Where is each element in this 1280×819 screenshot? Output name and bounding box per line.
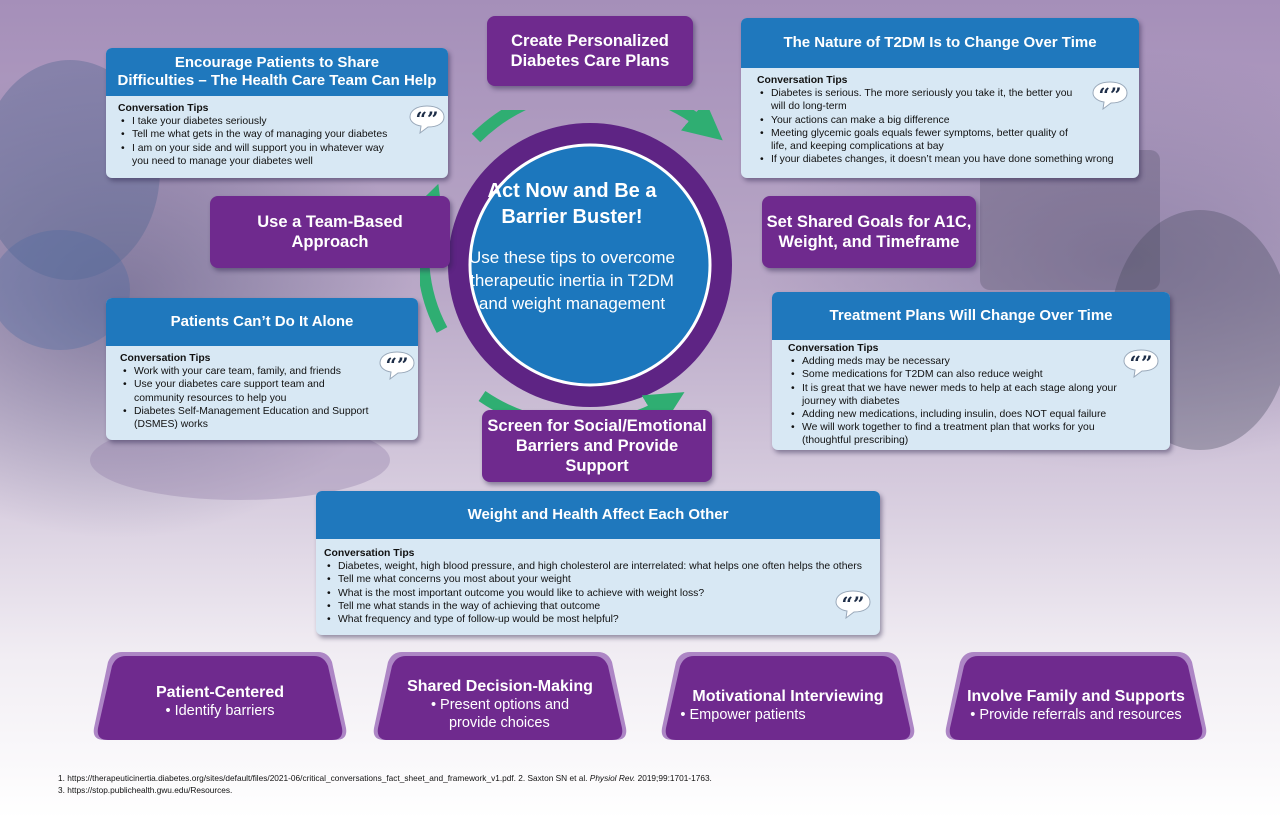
banner-care-plans-line1: Create Personalized [511, 31, 669, 50]
list-item: Adding new medications, including insuli… [791, 408, 1156, 421]
center-title-line2: Barrier Buster! [501, 206, 643, 228]
box-weight-header: Weight and Health Affect Each Other [316, 491, 880, 539]
pillar-motivational-interviewing: Motivational Interviewing • Empower pati… [660, 652, 916, 744]
list-item: What frequency and type of follow-up wou… [327, 613, 870, 626]
box-treatment-header: Treatment Plans Will Change Over Time [772, 292, 1170, 340]
box-encourage-title-line1: Encourage Patients to Share [174, 53, 380, 71]
list-item: Meeting glycemic goals equals fewer symp… [760, 127, 1079, 153]
conversation-tips-label: Conversation Tips [757, 75, 848, 86]
pillar-shared-decision-making: Shared Decision-Making • Present options… [372, 652, 628, 744]
conversation-tips-label: Conversation Tips [118, 103, 209, 114]
center-message: Act Now and Be a Barrier Buster! Use the… [452, 178, 692, 315]
svg-text:“”: “” [841, 592, 864, 616]
box-treatment: Treatment Plans Will Change Over Time Co… [772, 292, 1170, 450]
banner-goals-line1: Set Shared Goals for A1C, [766, 212, 972, 231]
pillar-bullet: • Present options and [430, 697, 570, 713]
list-item: Some medications for T2DM can also reduc… [791, 368, 1156, 381]
svg-text:“”: “” [1129, 351, 1152, 375]
quote-bubble-icon: “” [408, 104, 446, 139]
conversation-tips-label: Conversation Tips [324, 548, 415, 559]
banner-goals-line2: Weight, and Timeframe [778, 233, 960, 251]
list-item: Tell me what concerns you most about you… [327, 573, 870, 586]
quote-bubble-icon: “” [378, 350, 416, 385]
reference-1-2: 1. https://therapeuticinertia.diabetes.o… [58, 773, 590, 783]
list-item: Tell me what stands in the way of achiev… [327, 600, 870, 613]
banner-shared-goals: Set Shared Goals for A1C, Weight, and Tim… [762, 196, 976, 268]
quote-bubble-icon: “” [1091, 80, 1129, 115]
box-alone: Patients Can’t Do It Alone Conversation … [106, 298, 418, 440]
reference-citation: 2019;99:1701-1763. [635, 773, 712, 783]
list-item: Work with your care team, family, and fr… [123, 365, 372, 378]
list-item: It is great that we have newer meds to h… [791, 382, 1156, 408]
pillar-patient-centered: Patient-Centered • Identify barriers [92, 652, 348, 744]
reference-3: 3. https://stop.publichealth.gwu.edu/Res… [58, 785, 233, 795]
svg-text:“”: “” [415, 107, 438, 131]
banner-care-plans-line2: Diabetes Care Plans [510, 52, 670, 70]
box-nature: The Nature of T2DM Is to Change Over Tim… [741, 18, 1139, 178]
center-subtitle-line3: and weight management [478, 294, 666, 313]
pillar-involve-family: Involve Family and Supports • Provide re… [944, 652, 1208, 744]
pillar-title: Motivational Interviewing [692, 688, 884, 705]
box-alone-header: Patients Can’t Do It Alone [106, 298, 418, 346]
center-subtitle-line2: therapeutic inertia in T2DM [470, 271, 674, 290]
svg-text:“”: “” [385, 353, 408, 377]
center-title-line1: Act Now and Be a [487, 180, 657, 202]
conversation-tips-label: Conversation Tips [788, 343, 879, 354]
svg-text:“”: “” [1098, 83, 1121, 107]
pillar-bullet: • Empower patients [680, 707, 806, 723]
pillar-bullet: • Provide referrals and resources [970, 707, 1182, 723]
box-nature-header: The Nature of T2DM Is to Change Over Tim… [741, 18, 1139, 68]
cycle-arrow-top [471, 110, 723, 143]
list-item: Diabetes Self-Management Education and S… [123, 405, 372, 431]
conversation-tips-label: Conversation Tips [120, 353, 211, 364]
list-item: Use your diabetes care support team and … [123, 378, 372, 404]
box-encourage-title-line2: Difficulties – The Health Care Team Can … [117, 72, 437, 89]
center-subtitle-line1: Use these tips to overcome [469, 248, 675, 267]
list-item: What is the most important outcome you w… [327, 587, 870, 600]
banner-team-line1: Use a Team-Based [257, 212, 403, 231]
list-item: Your actions can make a big difference [760, 114, 1079, 127]
banner-team-line2: Approach [291, 233, 369, 251]
references: 1. https://therapeuticinertia.diabetes.o… [58, 772, 712, 796]
list-item: I take your diabetes seriously [121, 115, 398, 128]
list-item: I am on your side and will support you i… [121, 142, 398, 168]
banner-screen-line1: Screen for Social/Emotional [487, 416, 707, 435]
pillar-bullet: • Identify barriers [165, 703, 275, 719]
pillar-title: Involve Family and Supports [967, 688, 1185, 705]
list-item: Diabetes is serious. The more seriously … [760, 87, 1079, 113]
list-item: If your diabetes changes, it doesn’t mea… [760, 153, 1114, 166]
pillar-title: Shared Decision-Making [407, 678, 593, 695]
banner-screen-line2: Barriers and Provide Support [515, 436, 679, 476]
quote-bubble-icon: “” [1122, 348, 1160, 383]
list-item: Diabetes, weight, high blood pressure, a… [327, 560, 870, 573]
list-item: Adding meds may be necessary [791, 355, 1156, 368]
reference-journal: Physiol Rev. [589, 773, 636, 783]
list-item: We will work together to find a treatmen… [791, 421, 1156, 447]
quote-bubble-icon: “” [834, 589, 872, 624]
box-weight: Weight and Health Affect Each Other Conv… [316, 491, 880, 635]
list-item: Tell me what gets in the way of managing… [121, 128, 398, 141]
pillar-bullet-continued: provide choices [448, 715, 550, 731]
pillar-title: Patient-Centered [155, 684, 285, 701]
